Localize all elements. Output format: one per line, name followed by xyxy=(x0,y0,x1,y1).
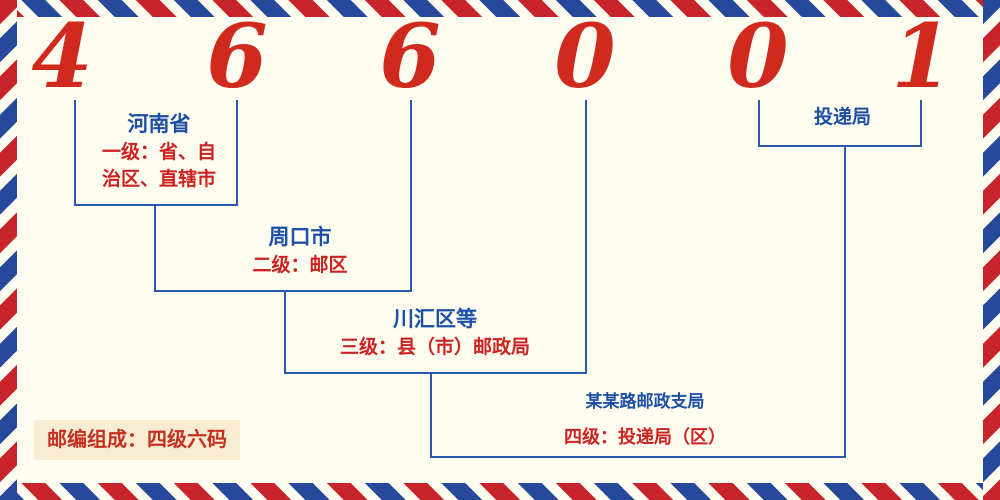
level2-desc: 二级：邮区 xyxy=(252,255,348,276)
connector-line xyxy=(758,145,922,147)
delivery-office-label: 投递局 xyxy=(775,106,910,130)
postal-digit-3: 6 xyxy=(379,4,441,108)
connector-line xyxy=(585,100,587,374)
level2-label: 周口市 二级：邮区 xyxy=(200,226,400,277)
level4-title: 某某路邮政支局 xyxy=(585,392,705,411)
connector-line xyxy=(284,372,587,374)
postal-digit-1: 4 xyxy=(31,4,93,108)
connector-line xyxy=(758,100,760,147)
connector-line xyxy=(284,290,286,374)
connector-line xyxy=(430,456,846,458)
level3-title: 川汇区等 xyxy=(393,308,477,331)
postal-digit-4: 0 xyxy=(554,4,616,108)
level2-title: 周口市 xyxy=(268,226,332,249)
connector-line xyxy=(920,100,922,147)
postal-digit-5: 0 xyxy=(727,4,789,108)
connector-line xyxy=(74,100,76,206)
connector-line xyxy=(430,372,432,458)
level4-label: 某某路邮政支局 四级：投递局（区） xyxy=(520,390,770,449)
level1-desc-line1: 一级：省、自 xyxy=(101,142,216,163)
level4-desc: 四级：投递局（区） xyxy=(564,427,726,447)
level1-desc-line2: 治区、直辖市 xyxy=(101,169,216,190)
connector-line xyxy=(154,290,412,292)
connector-line xyxy=(410,100,412,292)
level1-label: 河南省 一级：省、自 治区、直辖市 xyxy=(70,113,248,191)
airmail-border-bottom xyxy=(0,483,1000,500)
level1-title: 河南省 xyxy=(127,113,191,136)
level3-label: 川汇区等 三级：县（市）邮政局 xyxy=(305,308,565,359)
connector-line xyxy=(154,204,156,292)
airmail-border-right xyxy=(983,0,1000,500)
delivery-office-title: 投递局 xyxy=(813,107,871,128)
postal-digit-6: 1 xyxy=(891,4,953,108)
connector-line xyxy=(74,204,238,206)
postal-digit-2: 6 xyxy=(206,4,268,108)
connector-line xyxy=(236,100,238,206)
connector-line xyxy=(844,145,846,458)
level3-desc: 三级：县（市）邮政局 xyxy=(339,337,530,358)
composition-badge: 邮编组成：四级六码 xyxy=(34,420,240,460)
airmail-border-top xyxy=(0,0,1000,17)
airmail-border-left xyxy=(0,0,17,500)
